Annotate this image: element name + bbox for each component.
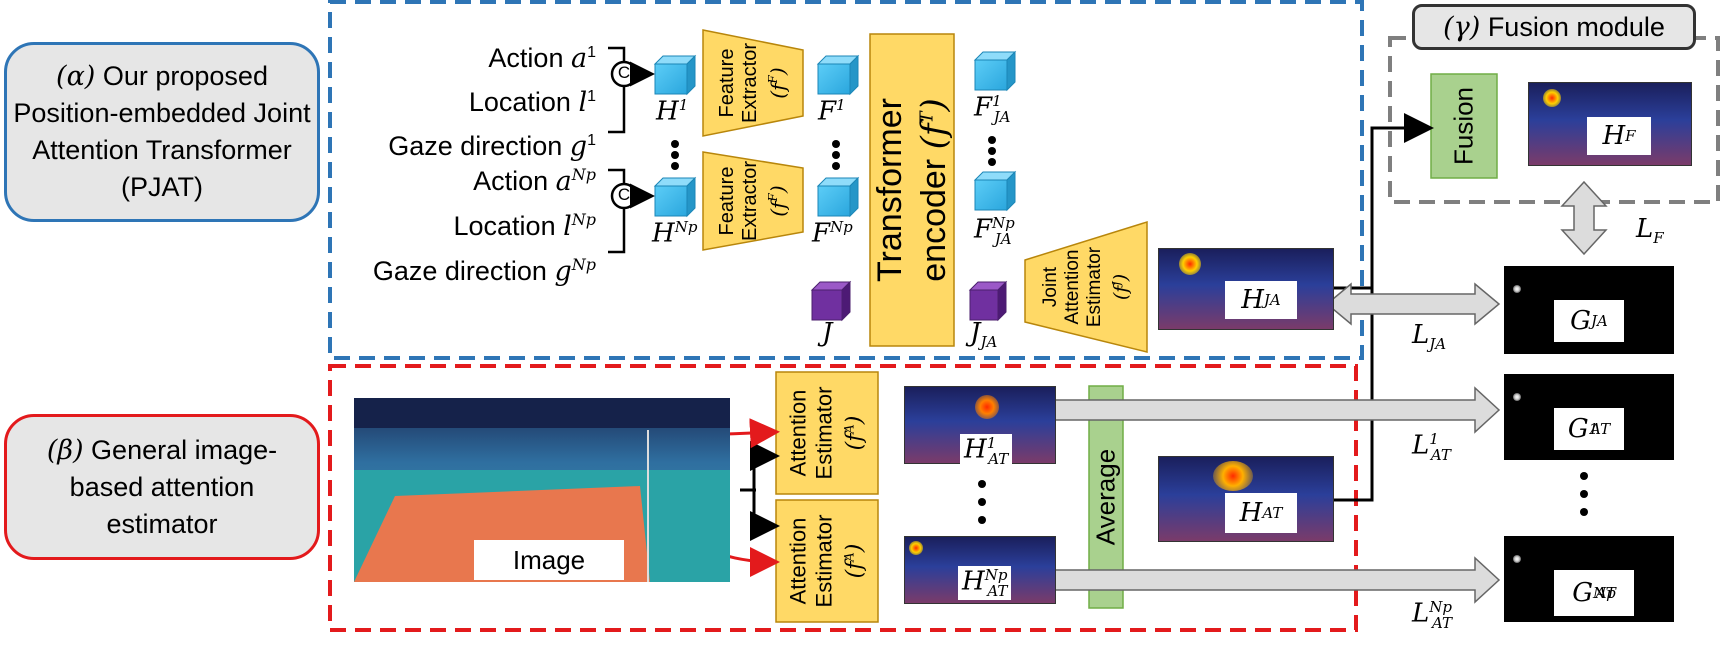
transformer-encoder-block	[869, 33, 955, 347]
cube-J	[810, 280, 852, 322]
input-location-1: Location l1	[468, 87, 596, 118]
cube-JJA	[968, 280, 1008, 322]
average-label: Average	[1090, 448, 1121, 546]
gamma-greek: (γ)	[1443, 11, 1481, 43]
sym-JJA: JJA	[970, 318, 998, 352]
attention-estimator-np-label: Attention Estimator (fA)	[785, 514, 868, 608]
concat-symbol-np: C	[617, 185, 631, 204]
input-location-np: Location lNp	[453, 210, 597, 242]
input-gaze-1: Gaze direction g1	[388, 131, 596, 162]
cube-HNp	[653, 176, 697, 218]
feature-extractor-1	[702, 29, 804, 137]
input-action-1: Action a1	[488, 43, 596, 74]
flow-arrows	[740, 113, 1434, 541]
beta-greek: (β)	[46, 434, 84, 466]
attention-estimator-1	[775, 371, 879, 495]
attention-estimator-1-label: Attention Estimator (fA)	[785, 386, 868, 480]
concat-bracket-1	[608, 46, 655, 134]
cube-FNp	[816, 176, 860, 218]
loss-LAT1: L1AT	[1412, 430, 1451, 464]
feature-extractor-np	[702, 151, 804, 251]
joint-attention-estimator-block	[1024, 220, 1148, 353]
gamma-label: (γ) Fusion module	[1412, 4, 1696, 50]
concat-symbol-1: C	[617, 63, 631, 82]
sym-F1: F1	[818, 96, 846, 127]
sym-FJANp: FNpJA	[974, 214, 1015, 248]
feature-extractor-np-label: Feature Extractor (fF)	[716, 160, 790, 242]
alpha-greek: (α)	[56, 61, 96, 92]
fusion-block	[1430, 73, 1498, 179]
transformer-encoder-label: Transformer encoder (fT)	[870, 98, 955, 282]
sym-H1: H1	[656, 96, 689, 127]
alpha-region-border	[328, 0, 1364, 360]
loss-LATNp: LNpAT	[1412, 598, 1453, 632]
beta-text: General image-based attention estimator	[69, 434, 278, 539]
sym-J: J	[822, 318, 833, 348]
cube-F1	[816, 54, 860, 96]
alpha-text: Our proposed Position-embedded Joint Att…	[13, 61, 311, 202]
alpha-label: (α) Our proposed Position-embedded Joint…	[4, 42, 320, 222]
sym-FJA1: F1JA	[974, 92, 1011, 126]
sym-HAT1: H1AT	[960, 434, 1013, 468]
input-action-np: Action aNp	[473, 165, 596, 197]
input-group-1: Action a1 Location l1 Gaze direction g1	[330, 34, 596, 166]
input-gaze-np: Gaze direction gNp	[372, 255, 596, 287]
cube-FJANp	[973, 170, 1017, 212]
loss-LF: LF	[1636, 214, 1664, 248]
ellipsis-dots	[671, 136, 1588, 524]
gamma-text: Fusion module	[1487, 11, 1665, 42]
cube-H1	[653, 54, 697, 96]
cube-FJA1	[973, 50, 1017, 92]
sym-FNp: FNp	[812, 218, 853, 249]
attention-estimator-np	[775, 499, 879, 623]
feature-extractor-1-label: Feature Extractor (fF)	[716, 42, 790, 124]
input-group-np: Action aNp Location lNp Gaze direction g…	[330, 156, 596, 291]
sym-HATNp: HNpAT	[958, 566, 1012, 600]
loss-LJA: LJA	[1412, 320, 1447, 354]
beta-label: (β) General image-based attention estima…	[4, 414, 320, 560]
fusion-label: Fusion	[1448, 86, 1479, 166]
image-label: Image	[474, 540, 624, 580]
sym-HNp: HNp	[652, 218, 698, 249]
beta-region-border	[328, 364, 1358, 632]
concat-bracket-np	[608, 168, 655, 254]
joint-attention-estimator-label: Joint Attention Estimator (fJ)	[1039, 246, 1133, 328]
